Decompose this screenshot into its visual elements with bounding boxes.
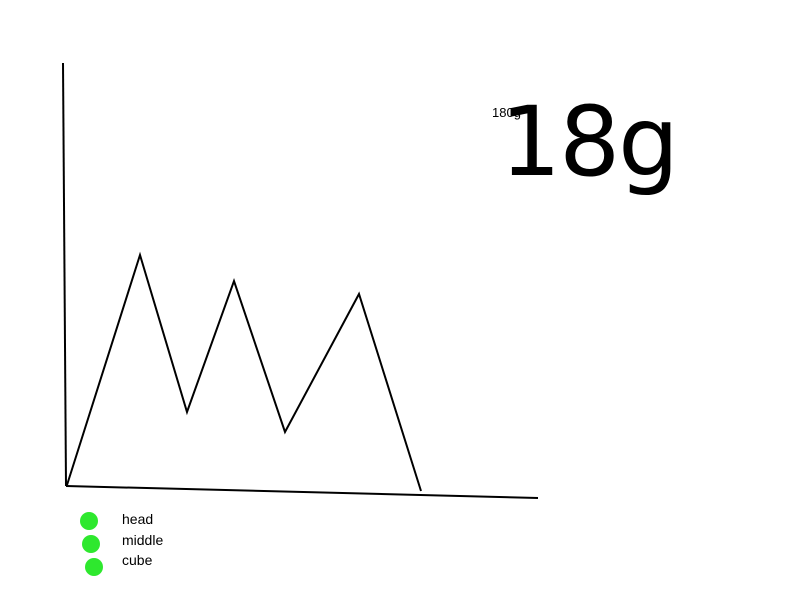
- big-value-label: 18g: [500, 86, 679, 198]
- legend-dot-icon: [80, 512, 98, 530]
- y-axis-line: [62, 62, 67, 487]
- x-axis-line: [65, 485, 539, 499]
- legend-label: middle: [122, 532, 164, 548]
- legend-dot-icon: [85, 558, 103, 576]
- legend-dot-icon: [82, 535, 100, 553]
- legend-label: head: [122, 511, 154, 527]
- legend-label: cube: [122, 552, 153, 568]
- small-value-label: 180g: [492, 105, 521, 120]
- zigzag-line: [66, 251, 422, 492]
